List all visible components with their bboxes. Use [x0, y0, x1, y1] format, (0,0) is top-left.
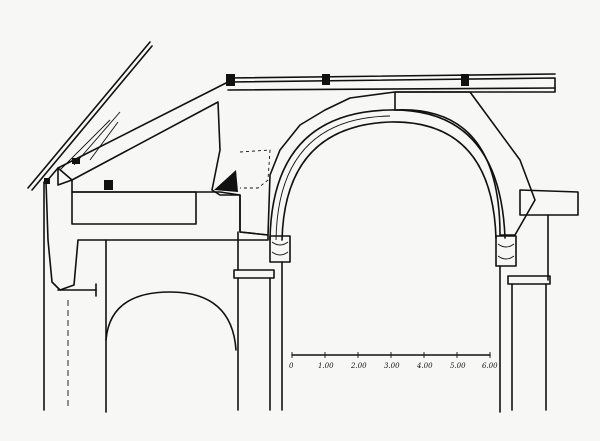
scale-tick-1: 1.00 [318, 362, 334, 370]
roof-line [227, 73, 556, 79]
columns [233, 261, 551, 413]
scale-tick-5: 5.00 [450, 362, 466, 370]
rubble-infill [71, 191, 197, 225]
scale-bar: 0 1.00 2.00 3.00 4.00 5.00 6.00 [289, 352, 498, 370]
column-capitals [269, 235, 517, 267]
scale-tick-0: 0 [289, 362, 294, 370]
scale-tick-6: 6.00 [482, 362, 498, 370]
dashed-outline [239, 149, 271, 189]
scale-tick-4: 4.00 [416, 362, 433, 370]
beam-sockets [44, 74, 469, 192]
scale-tick-3: 3.00 [384, 362, 400, 370]
roof-rafters [27, 41, 153, 191]
roof-line-lower [227, 87, 556, 91]
scale-tick-2: 2.00 [350, 362, 367, 370]
main-arch [269, 91, 579, 241]
lower-left-arch [43, 181, 239, 413]
upper-masonry-mass [45, 77, 556, 291]
